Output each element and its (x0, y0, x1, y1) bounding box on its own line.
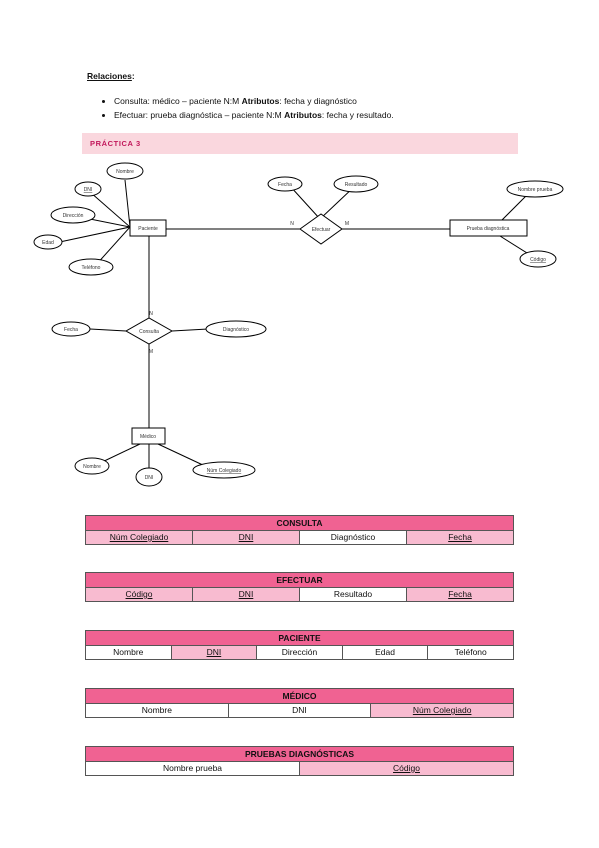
table-cell: Edad (341, 645, 429, 660)
attr-label: Teléfono (82, 265, 101, 271)
er-diagram: Nombre DNI Dirección Edad Teléfono Pacie… (33, 162, 564, 487)
attribute-nombre-ellipse (106, 162, 144, 180)
attribute-codigo-ellipse (519, 250, 557, 268)
table-title: PACIENTE (85, 630, 514, 646)
relation-item: Consulta: médico – paciente N:M Atributo… (114, 94, 394, 108)
attr-label: Dirección (63, 213, 84, 219)
table-cell: DNI (170, 645, 258, 660)
table-title: MÉDICO (85, 688, 514, 704)
attribute-edad-ellipse (33, 234, 63, 250)
attr-label: Nombre (116, 169, 134, 175)
attribute-diagnostico-ellipse (205, 320, 267, 338)
attribute-nombre-prueba-ellipse (506, 180, 564, 198)
table-cell: DNI (192, 530, 300, 545)
cardinality-label: N (290, 221, 294, 227)
relation-item: Efectuar: prueba diagnóstica – paciente … (114, 108, 394, 122)
table-cell: Núm Colegiado (370, 703, 514, 718)
relationship-label: Efectuar (312, 227, 331, 233)
entity-prueba-box (449, 219, 528, 237)
relationship-label: Consulta (139, 329, 159, 335)
attribute-resultado-ellipse (333, 175, 379, 193)
attribute-num-colegiado-ellipse (192, 461, 256, 479)
table-cell: Nombre (85, 703, 229, 718)
table-cell: Diagnóstico (299, 530, 407, 545)
attr-label: Núm Colegiado (207, 468, 242, 474)
entity-label: Prueba diagnóstica (467, 226, 510, 232)
attr-label: Diagnóstico (223, 327, 249, 333)
cardinality-label: M (149, 349, 153, 355)
table-cell: Nombre (85, 645, 172, 660)
entity-label: Médico (140, 434, 156, 440)
attr-label: DNI (84, 187, 93, 193)
relationship-efectuar-diamond (299, 213, 343, 245)
attribute-nombre-ellipse (74, 457, 110, 475)
table-cell: Nombre prueba (85, 761, 300, 776)
attr-label: Fecha (278, 182, 292, 188)
table-title: EFECTUAR (85, 572, 514, 588)
attr-label: DNI (145, 475, 154, 481)
table-medico: MÉDICO Nombre DNI Núm Colegiado (85, 688, 514, 718)
attr-label: Nombre (83, 464, 101, 470)
practice-banner: PRÁCTICA 3 (82, 133, 518, 154)
attribute-telefono-ellipse (68, 258, 114, 276)
table-cell: Código (85, 587, 193, 602)
table-consulta: CONSULTA Núm Colegiado DNI Diagnóstico F… (85, 515, 514, 545)
attribute-direccion-ellipse (50, 206, 96, 224)
table-title: CONSULTA (85, 515, 514, 531)
table-cell: Código (299, 761, 514, 776)
attribute-fecha-ellipse (267, 176, 303, 192)
relationship-consulta-diamond (124, 317, 174, 345)
attribute-fecha-ellipse (51, 321, 91, 337)
cardinality-label: M (345, 221, 349, 227)
table-cell: Teléfono (427, 645, 514, 660)
table-title: PRUEBAS DIAGNÓSTICAS (85, 746, 514, 762)
entity-paciente-box (129, 219, 167, 237)
table-efectuar: EFECTUAR Código DNI Resultado Fecha (85, 572, 514, 602)
table-cell: DNI (192, 587, 300, 602)
attr-label: Edad (42, 240, 54, 246)
table-paciente: PACIENTE Nombre DNI Dirección Edad Teléf… (85, 630, 514, 660)
cardinality-label: N (149, 311, 153, 317)
relations-list: Consulta: médico – paciente N:M Atributo… (100, 94, 394, 122)
attribute-dni-ellipse (74, 181, 102, 197)
table-cell: Resultado (299, 587, 407, 602)
attr-label: Resultado (345, 182, 368, 188)
attr-label: Nombre prueba (518, 187, 553, 193)
attribute-dni-ellipse (135, 467, 163, 487)
table-cell: DNI (227, 703, 372, 718)
table-cell: Fecha (406, 530, 514, 545)
entity-medico-box (131, 427, 166, 445)
attr-label: Fecha (64, 327, 78, 333)
entity-label: Paciente (138, 226, 158, 232)
relations-heading: Relaciones: (87, 71, 135, 81)
table-cell: Dirección (256, 645, 343, 660)
table-pruebas-diagnosticas: PRUEBAS DIAGNÓSTICAS Nombre prueba Códig… (85, 746, 514, 776)
table-cell: Núm Colegiado (85, 530, 193, 545)
table-cell: Fecha (406, 587, 514, 602)
attr-label: Código (530, 257, 546, 263)
